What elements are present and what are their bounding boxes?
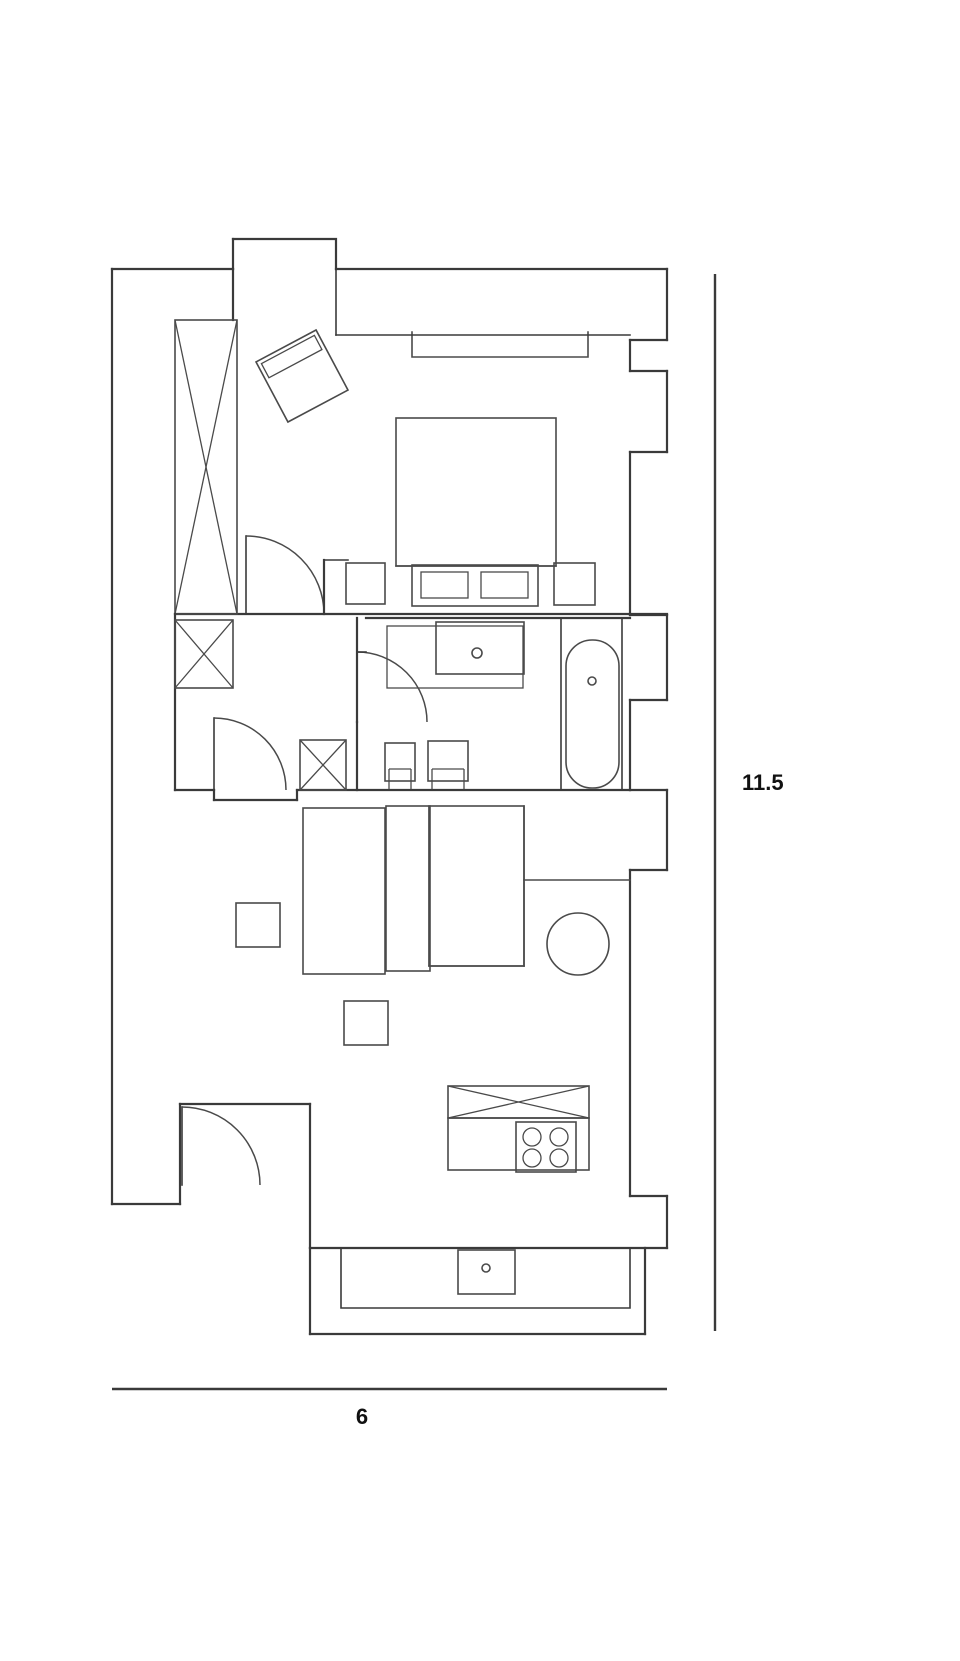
entry-door	[181, 1106, 261, 1186]
armchair	[254, 328, 350, 424]
side-table	[235, 902, 281, 948]
dimension-vertical: 11.5	[713, 274, 784, 1331]
living-kitchen-group	[181, 805, 631, 1186]
toilet	[384, 742, 416, 790]
kitchen-counter	[447, 1085, 590, 1119]
coffee-table	[343, 1000, 389, 1046]
dimension-vertical-label: 11.5	[742, 770, 784, 795]
hall-door	[213, 717, 287, 791]
balcony-outline	[308, 1246, 669, 1336]
stove	[447, 1117, 590, 1173]
wardrobe-hall-1	[174, 619, 234, 689]
bathtub	[560, 617, 623, 791]
bed	[395, 417, 557, 567]
sofa	[385, 805, 631, 972]
nightstand-left	[345, 562, 386, 605]
wardrobe-bedroom	[174, 319, 238, 615]
dimension-horizontal-label: 6	[356, 1404, 368, 1429]
wardrobe-hall-2	[299, 739, 347, 791]
top-bumpout	[231, 237, 338, 271]
dimension-horizontal: 6	[112, 1387, 667, 1429]
bathroom-hall-group	[173, 612, 632, 802]
bathroom-door	[356, 651, 428, 723]
sink	[427, 740, 469, 790]
exterior-walls	[110, 267, 669, 1250]
bed-bench	[411, 564, 539, 607]
bedroom-door	[245, 535, 325, 615]
shower	[386, 621, 525, 689]
tall-cabinet	[302, 807, 386, 975]
round-table	[546, 912, 610, 976]
bedroom-group	[173, 267, 669, 616]
nightstand-right	[553, 562, 596, 606]
